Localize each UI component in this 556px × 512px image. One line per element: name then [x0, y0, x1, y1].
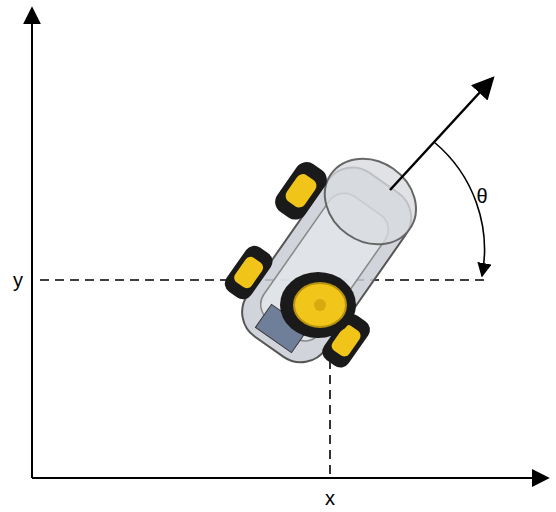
- axis-label: y: [13, 270, 23, 290]
- angle-arc: [434, 142, 485, 276]
- axis-label: x: [325, 488, 335, 508]
- front-wheel: [280, 272, 356, 338]
- heading-arrow: [390, 78, 493, 190]
- x-guide: [329, 345, 331, 476]
- y-axis: [31, 8, 33, 478]
- angle-label: θ: [476, 186, 487, 206]
- x-axis: [32, 477, 548, 479]
- robot: [203, 123, 454, 390]
